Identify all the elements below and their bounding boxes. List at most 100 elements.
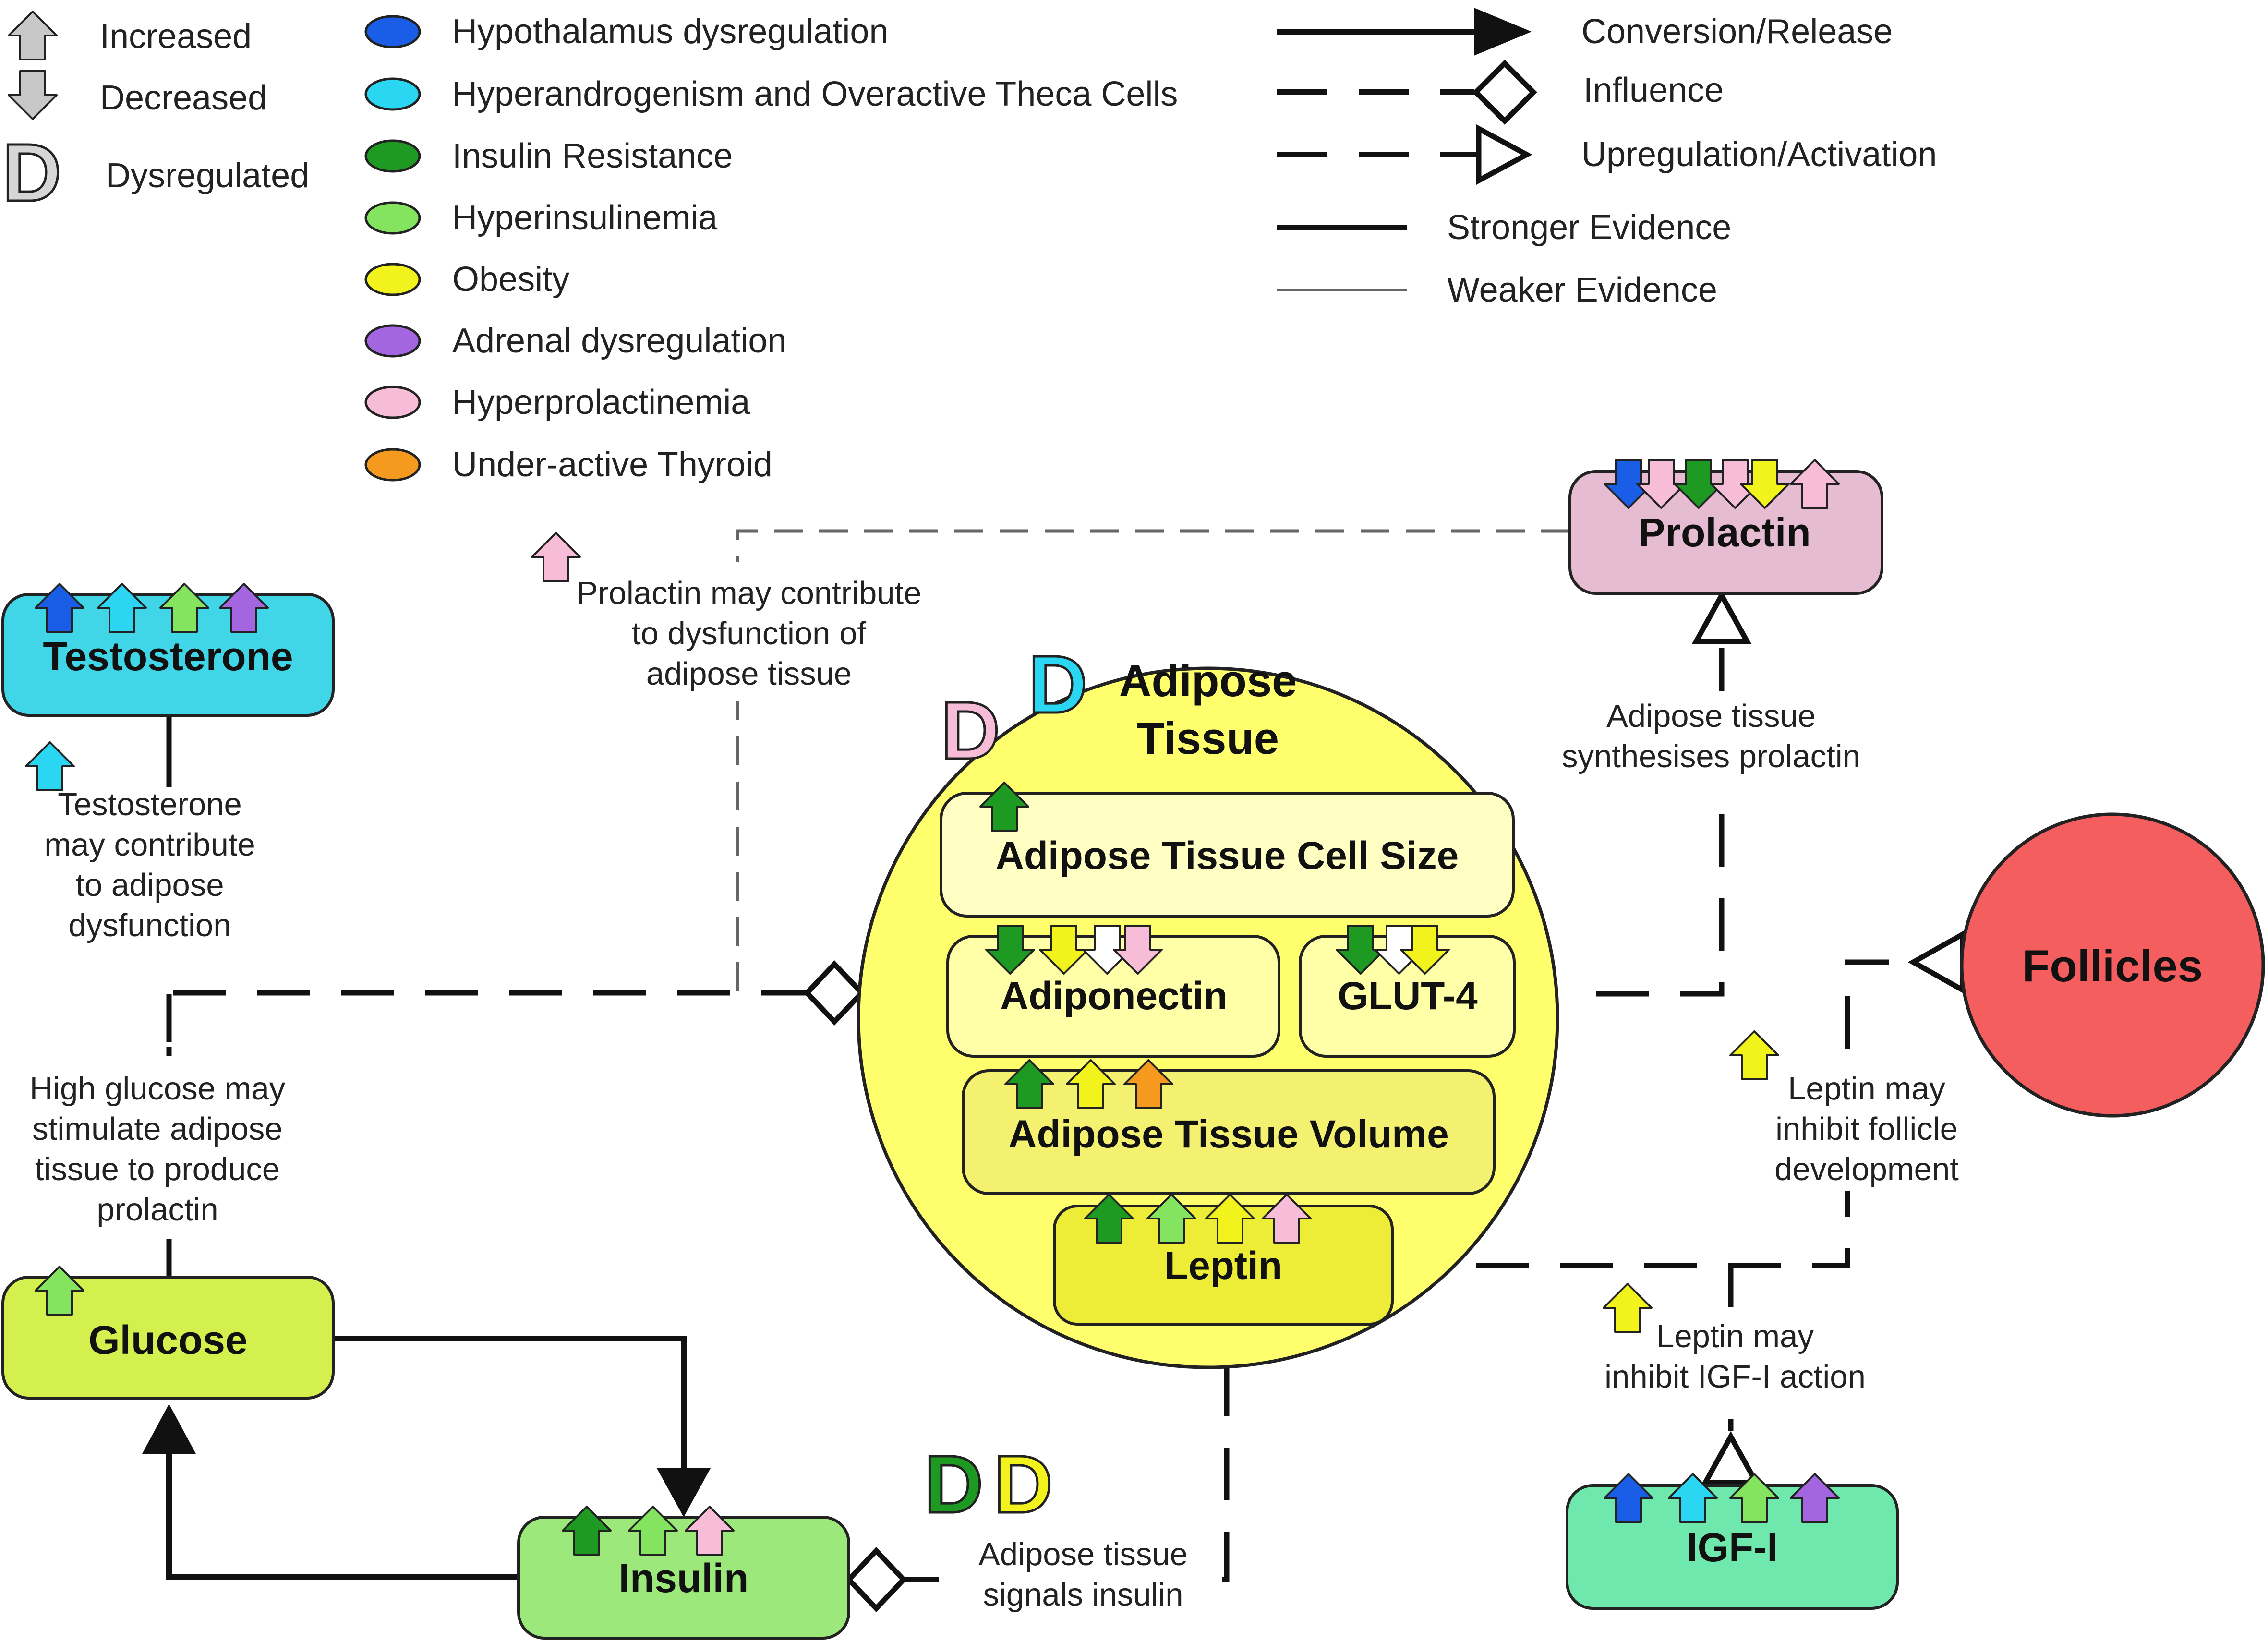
insulin-resistance-dysregulated-icon: D xyxy=(924,1439,983,1530)
prolactin-upregulation-triangle xyxy=(1691,590,1752,644)
conversion-arrowhead-icon xyxy=(1474,8,1532,56)
prolactin-node[interactable]: Prolactin xyxy=(1568,459,1883,595)
igf-triangle xyxy=(1701,1431,1761,1485)
glucose-box[interactable] xyxy=(1,1276,335,1400)
adipose-influence-diamond xyxy=(803,960,866,1026)
follicles-node[interactable]: Follicles xyxy=(1960,812,2265,1118)
glucose-arrowhead xyxy=(142,1404,196,1454)
obesity-color-swatch xyxy=(364,263,421,296)
legend-condition-label: Hyperprolactinemia xyxy=(452,383,750,422)
testosterone-node[interactable]: Testosterone xyxy=(1,583,335,717)
legend-stronger-label: Stronger Evidence xyxy=(1447,208,1731,247)
synthesis-annotation: synthesises prolactin xyxy=(1562,738,1860,774)
legend-weaker-label: Weaker Evidence xyxy=(1447,271,1717,309)
insulin-box[interactable] xyxy=(517,1516,850,1640)
thyroid-color-swatch xyxy=(364,448,421,482)
annotation-bg xyxy=(10,1056,317,1239)
legend-upregulation-label: Upregulation/Activation xyxy=(1581,135,1937,174)
follicles-circle[interactable] xyxy=(1960,812,2265,1118)
testosterone-annotation: to adipose xyxy=(75,867,224,903)
decreased-arrow-icon xyxy=(8,70,58,120)
legend-edges: Conversion/Release Influence Upregulatio… xyxy=(1277,8,1937,309)
legend-increased-label: Increased xyxy=(100,17,252,56)
insulin-node[interactable]: Insulin D D xyxy=(517,1438,1054,1640)
legend-condition-label: Obesity xyxy=(452,260,569,299)
follicles-label: Follicles xyxy=(2022,941,2203,991)
hyperprolactinemia-color-swatch xyxy=(364,386,421,419)
annotation-bg xyxy=(955,1534,1215,1621)
annotation-bg xyxy=(538,562,951,701)
insulin-annotation: Adipose tissue xyxy=(978,1536,1188,1572)
igf-node[interactable]: IGF-I xyxy=(1566,1473,1899,1610)
insulin-annotation: signals insulin xyxy=(983,1577,1183,1613)
volume-label: Adipose Tissue Volume xyxy=(1008,1112,1448,1156)
upregulation-triangle-icon xyxy=(1476,124,1532,185)
dysregulated-d-icon: D xyxy=(2,127,61,218)
insulin-label: Insulin xyxy=(619,1556,749,1601)
synthesis-annotation: Adipose tissue xyxy=(1606,698,1816,734)
hyperandrogenism-up-arrow-icon xyxy=(25,741,75,791)
legend-conversion-label: Conversion/Release xyxy=(1581,12,1893,51)
glucose-label: Glucose xyxy=(88,1317,247,1363)
legend-conditions: Hypothalamus dysregulation Hyperandrogen… xyxy=(364,12,1178,484)
influence-diamond-icon xyxy=(1472,60,1537,125)
prolactin-adipose-annotation: adipose tissue xyxy=(646,656,852,692)
legend-condition-label: Insulin Resistance xyxy=(452,137,733,175)
hyperandrogenism-color-swatch xyxy=(364,77,421,111)
insulin-to-glucose-line xyxy=(166,1445,519,1580)
glucose-annotation: prolactin xyxy=(97,1192,218,1228)
igf-annotation: Leptin may xyxy=(1656,1318,1814,1354)
testosterone-annotation: dysfunction xyxy=(69,907,231,943)
follicle-annotation: inhibit follicle xyxy=(1775,1111,1958,1147)
cell-size-box[interactable] xyxy=(940,792,1515,918)
connectors xyxy=(142,529,1966,1612)
legend-condition-label: Adrenal dysregulation xyxy=(452,322,786,360)
prolactin-adipose-annotation: Prolactin may contribute xyxy=(577,575,922,611)
legend-dysregulated-label: Dysregulated xyxy=(106,157,309,195)
adiponectin-label: Adiponectin xyxy=(1000,974,1228,1018)
annotations: Testosterone may contribute to adipose d… xyxy=(10,532,1978,1621)
testosterone-annotation: Testosterone xyxy=(58,786,242,822)
follicle-annotation: Leptin may xyxy=(1788,1071,1945,1107)
follicles-triangle xyxy=(1907,930,1966,995)
legend-condition-label: Hyperinsulinemia xyxy=(452,199,718,237)
legend-symbols: Increased Decreased D Dysregulated xyxy=(1,11,309,220)
annotation-bg xyxy=(1546,691,1887,783)
glucose-annotation: tissue to produce xyxy=(35,1151,280,1187)
adipose-tissue-title-2: Tissue xyxy=(1137,713,1279,763)
hyperandrogenism-dysregulated-icon: D xyxy=(1028,639,1087,730)
hyperprolactinemia-dysregulated-icon: D xyxy=(941,685,1000,776)
legend-condition-label: Hypothalamus dysregulation xyxy=(452,12,889,51)
igf-annotation: inhibit IGF-I action xyxy=(1604,1359,1866,1395)
annotation-bg xyxy=(1709,1066,1978,1191)
obesity-dysregulated-icon: D xyxy=(994,1439,1053,1530)
igf-label: IGF-I xyxy=(1686,1525,1778,1570)
prolactin-label: Prolactin xyxy=(1638,510,1810,555)
adipose-tissue-title-1: Adipose xyxy=(1119,655,1297,706)
glucose-to-insulin-line xyxy=(333,1336,687,1476)
prolactin-to-adipose-weaker-line xyxy=(736,529,1570,995)
insulin-arrowhead xyxy=(657,1468,711,1517)
hyperinsulinemia-color-swatch xyxy=(364,201,421,235)
insulin-resistance-color-swatch xyxy=(364,139,421,173)
adrenal-color-swatch xyxy=(364,324,421,358)
legend-condition-label: Hyperandrogenism and Overactive Theca Ce… xyxy=(452,75,1178,113)
testosterone-annotation: may contribute xyxy=(44,827,255,863)
legend-influence-label: Influence xyxy=(1583,71,1724,109)
glucose-node[interactable]: Glucose xyxy=(1,1266,335,1400)
glucose-annotation: stimulate adipose xyxy=(32,1111,282,1147)
hypothalamus-color-swatch xyxy=(364,15,421,48)
prolactin-adipose-annotation: to dysfunction of xyxy=(632,616,866,652)
cell-size-label: Adipose Tissue Cell Size xyxy=(996,834,1459,878)
legend-condition-label: Under-active Thyroid xyxy=(452,446,772,484)
testosterone-label: Testosterone xyxy=(43,634,293,679)
glut4-label: GLUT-4 xyxy=(1338,974,1478,1018)
legend: Increased Decreased D Dysregulated Hypot… xyxy=(1,8,1937,484)
glucose-annotation: High glucose may xyxy=(30,1071,286,1107)
follicle-annotation: development xyxy=(1774,1151,1959,1187)
adipose-tissue[interactable]: Adipose Tissue D D Adipose Tissue Cell S… xyxy=(857,638,1559,1369)
insulin-influence-diamond xyxy=(845,1547,907,1612)
annotation-bg xyxy=(10,787,298,951)
legend-decreased-label: Decreased xyxy=(100,79,267,117)
